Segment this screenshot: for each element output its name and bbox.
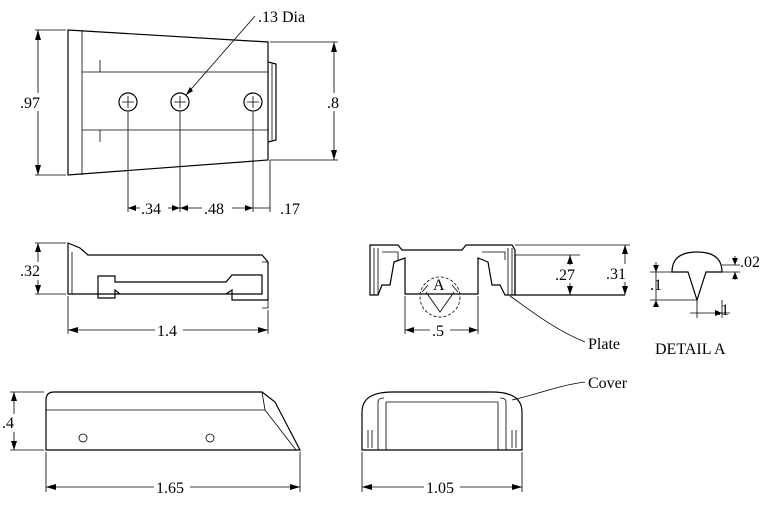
spacing-2-dim: .48 <box>204 201 224 218</box>
opening-width-dim: .5 <box>432 323 444 340</box>
side-view: .32 1.4 <box>20 242 269 340</box>
side-height-dim: .32 <box>20 263 40 280</box>
top-view-slot <box>82 60 268 142</box>
cover-end-width-dim: 1.05 <box>426 480 454 497</box>
detail-a-depth-dim: .1 <box>650 277 662 294</box>
detail-a-profile <box>671 251 723 302</box>
cover-side-hole-1 <box>78 433 88 443</box>
outer-height-dim: .31 <box>606 266 626 283</box>
cover-side-height-dim: .4 <box>2 415 14 432</box>
cover-side-hole-2 <box>205 433 215 443</box>
top-view-tab <box>267 61 277 143</box>
cover-side-outline <box>45 391 301 451</box>
right-height-dim: .8 <box>327 95 339 112</box>
cover-end-view: Cover 1.05 <box>361 375 628 497</box>
cover-end-outline <box>361 391 523 451</box>
detail-a: .02 .1 .1 DETAIL A <box>650 251 760 358</box>
cover-side-view: .4 1.65 <box>2 391 301 497</box>
detail-a-width-dim: .1 <box>717 302 729 319</box>
hole-2 <box>170 92 190 112</box>
detail-a-marker-circle <box>419 276 461 318</box>
detail-a-title: DETAIL A <box>655 341 726 358</box>
plate-label: Plate <box>588 336 620 353</box>
overall-height-dim: .97 <box>20 95 40 112</box>
spacing-1-dim: .34 <box>141 201 161 218</box>
hole-1 <box>118 92 138 112</box>
side-view-detail <box>67 243 269 309</box>
cover-side-length-dim: 1.65 <box>156 480 184 497</box>
side-view-outline <box>67 242 269 301</box>
detail-a-marker: A <box>433 277 445 294</box>
front-section-view: A .5 .27 .31 Plate <box>369 244 632 353</box>
spacing-3-dim: .17 <box>280 201 300 218</box>
top-view-outline <box>67 29 269 176</box>
hole-3 <box>243 92 263 112</box>
hole-callout: .13 Dia <box>258 9 305 26</box>
detail-a-radius-dim: .02 <box>740 254 760 271</box>
side-length-dim: 1.4 <box>157 323 177 340</box>
inner-height-dim: .27 <box>555 267 575 284</box>
front-section-outline <box>369 244 516 296</box>
cover-label: Cover <box>588 375 628 392</box>
top-view: .13 Dia .97 .8 .34 .48 .17 <box>20 9 345 218</box>
